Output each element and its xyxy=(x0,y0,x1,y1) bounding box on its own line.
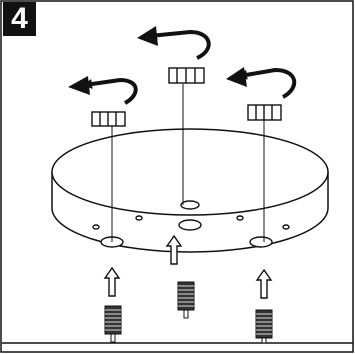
hex-nut-center xyxy=(168,67,205,84)
up-arrow-icons xyxy=(103,234,273,299)
up-arrow-icon xyxy=(165,234,183,265)
rotate-arrow-heads xyxy=(68,26,247,95)
mounting-hole xyxy=(135,215,143,221)
mounting-hole xyxy=(92,224,100,230)
mounting-hole xyxy=(249,236,273,248)
mounting-hole xyxy=(236,215,244,221)
rotate-arrow-icon xyxy=(83,77,138,105)
threaded-rod-right xyxy=(255,309,273,344)
rotate-arrow-icon xyxy=(238,67,297,99)
mounting-hole xyxy=(282,224,290,230)
threaded-rod-center xyxy=(177,281,195,319)
rotate-arrow-icon xyxy=(148,29,211,60)
mounting-hole xyxy=(178,219,202,231)
hex-nut-left xyxy=(91,111,126,127)
hex-nut-right xyxy=(247,104,282,121)
up-arrow-icon xyxy=(255,268,273,299)
rotate-arrow-icons xyxy=(83,29,297,105)
up-arrow-icon xyxy=(103,266,121,297)
mounting-hole xyxy=(180,200,200,210)
canopy xyxy=(51,128,329,253)
threaded-rod-left xyxy=(104,305,122,343)
guide-lines xyxy=(111,84,265,242)
step-number-badge: 4 xyxy=(3,2,36,36)
